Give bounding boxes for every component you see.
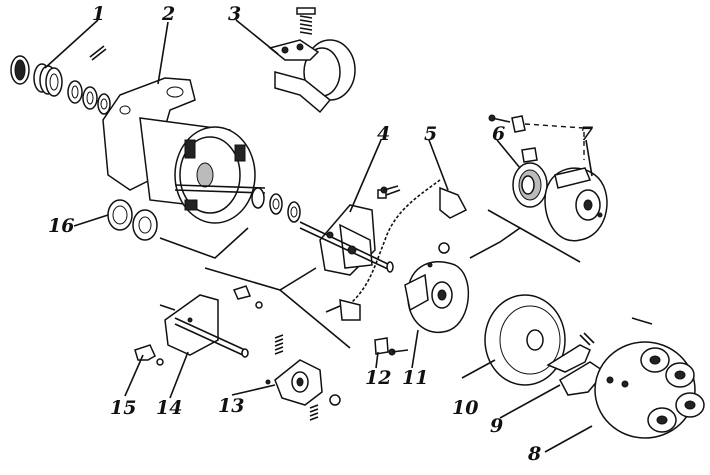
callout-14: 14 [156,397,182,419]
callout-9: 9 [490,415,503,437]
screw-clip [488,114,585,160]
callout-6: 6 [492,123,505,145]
leader-lines [44,19,593,453]
callout-1: 1 [92,3,105,25]
spring-plate-icon [134,285,252,366]
callout-7: 7 [580,123,593,145]
callout-3: 3 [228,3,241,25]
contact-breaker-icon [544,167,608,242]
advance-weight-icon [265,334,341,421]
callout-16: 16 [48,215,74,237]
distributor-cap-icon [594,317,705,439]
callout-10: 10 [452,397,478,419]
callout-15: 15 [110,397,136,419]
base-plate-icon [404,242,469,334]
clamp-icon [374,337,389,355]
shaft-washers [251,187,301,223]
callout-labels: 1 2 3 4 5 6 7 8 9 10 11 12 13 14 15 16 [48,3,593,465]
washer-icon [107,199,158,241]
callout-8: 8 [527,443,541,465]
dust-shield-icon [484,294,566,386]
callout-12: 12 [365,367,391,389]
callout-5: 5 [424,123,437,145]
distributor-housing-icon [102,77,266,224]
callout-2: 2 [161,3,175,25]
rotor-icon [546,332,607,396]
vacuum-regulator-icon [268,7,356,114]
callout-13: 13 [218,395,244,417]
assembly-guide-lines [159,209,581,349]
callout-4: 4 [377,123,390,145]
drive-shaft-icon [159,294,249,358]
breaker-plate-icon [299,204,394,276]
screws [255,185,409,356]
callout-11: 11 [402,367,428,389]
spring-icon [10,45,111,115]
felt-ring-icon [512,147,548,208]
